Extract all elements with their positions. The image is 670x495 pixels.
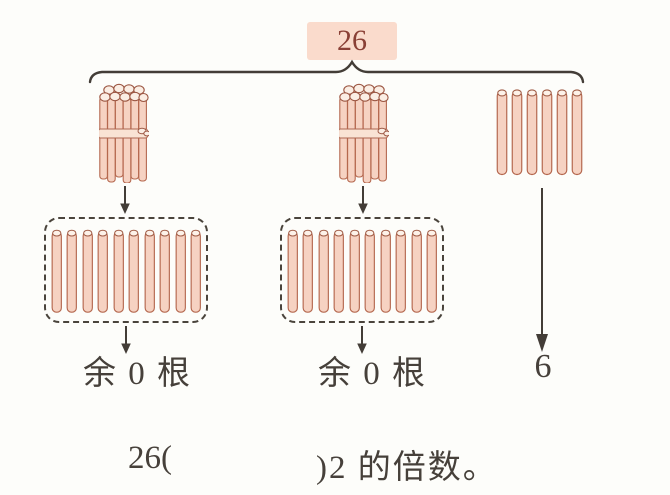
stick xyxy=(159,229,170,313)
arrow-down-long-icon xyxy=(536,188,548,352)
stick xyxy=(333,229,344,313)
stick xyxy=(97,229,108,313)
sentence-prefix: 26( xyxy=(128,440,172,476)
arrow-down-icon xyxy=(357,326,367,354)
sentence-suffix: )2 的倍数。 xyxy=(316,450,498,486)
stick-bundle-middle xyxy=(339,83,389,183)
stick xyxy=(541,89,553,176)
stick xyxy=(287,229,298,313)
stick xyxy=(302,229,313,313)
total-label: 26 xyxy=(307,22,397,60)
stick-bundle-left xyxy=(99,83,149,183)
stick xyxy=(496,89,508,176)
brace xyxy=(88,59,585,84)
arrow-down-icon xyxy=(121,326,131,354)
stick xyxy=(511,89,523,176)
stick xyxy=(349,229,360,313)
stick xyxy=(380,229,391,313)
stick xyxy=(66,229,77,313)
stick xyxy=(364,229,375,313)
stick xyxy=(526,89,538,176)
stick xyxy=(113,229,124,313)
stick xyxy=(190,229,201,313)
single-sticks-group xyxy=(496,87,588,177)
stick xyxy=(82,229,93,313)
stick xyxy=(571,89,583,176)
stick xyxy=(128,229,139,313)
stick xyxy=(318,229,329,313)
dashed-box-ten-sticks-right xyxy=(280,217,444,323)
dashed-box-ten-sticks-left xyxy=(44,217,208,323)
arrow-down-icon xyxy=(358,186,368,214)
stick xyxy=(556,89,568,176)
stick xyxy=(426,229,437,313)
remainder-label-left: 余 0 根 xyxy=(83,356,192,392)
stick xyxy=(51,229,62,313)
stick xyxy=(411,229,422,313)
singles-count-label: 6 xyxy=(534,348,552,385)
stick xyxy=(144,229,155,313)
remainder-label-right: 余 0 根 xyxy=(318,356,427,392)
stick xyxy=(395,229,406,313)
stick xyxy=(175,229,186,313)
arrow-down-icon xyxy=(120,186,130,214)
